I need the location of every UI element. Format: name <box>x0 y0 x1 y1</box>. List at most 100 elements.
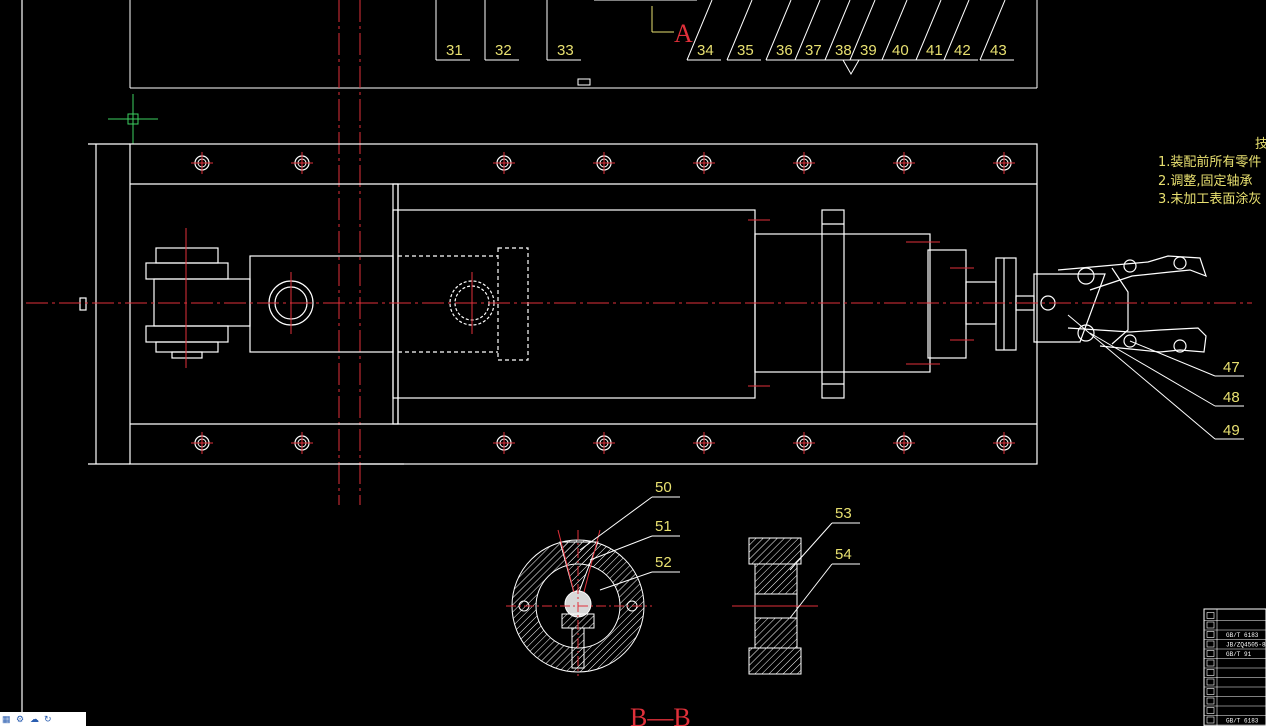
balloon-label-47: 47 <box>1223 359 1240 376</box>
balloon-label-48: 48 <box>1223 389 1240 406</box>
balloon-label-39: 39 <box>860 42 877 59</box>
table-row: GB/T 6183 <box>1204 716 1266 726</box>
bolt-hole <box>493 152 515 174</box>
balloon-47: 47 <box>1129 340 1244 377</box>
balloon-label-35: 35 <box>737 42 754 59</box>
balloon-label-34: 34 <box>697 42 714 59</box>
balloon-label-49: 49 <box>1223 422 1240 439</box>
bottom-balloon-group: 50 51 52 53 54 <box>579 479 860 619</box>
bolt-hole <box>493 432 515 454</box>
gripper-wedge <box>1033 273 1106 343</box>
table-code: GB/T 6183 <box>1226 718 1259 725</box>
crosshair-cursor <box>108 94 158 144</box>
bolt-hole <box>893 432 915 454</box>
balloon-50: 50 <box>579 479 680 551</box>
table-row <box>1204 659 1266 669</box>
table-row: GB/T 91 <box>1204 650 1266 659</box>
upper-view <box>129 0 1038 89</box>
balloon-label-50: 50 <box>655 479 672 496</box>
balloon-label-54: 54 <box>835 546 852 563</box>
connector <box>927 249 967 359</box>
cylinder-body <box>392 209 756 399</box>
table-code: GB/T 6183 <box>1226 632 1259 639</box>
hidden-piston <box>497 247 529 361</box>
local-centermarks <box>185 219 974 387</box>
gripper-jaw-lower <box>1067 327 1207 353</box>
balloon-49: 49 <box>1067 314 1244 440</box>
pivot-wheel-bottom <box>145 325 229 343</box>
balloon-40: 40 <box>881 0 916 61</box>
bolt-hole <box>191 152 213 174</box>
balloon-54: 54 <box>789 546 860 619</box>
right-balloon-group: 47 48 49 <box>1067 314 1244 440</box>
bolt-hole <box>291 152 313 174</box>
balloon-35: 35 <box>726 0 761 61</box>
bolt-hole <box>993 152 1015 174</box>
grid-icon[interactable]: ▦ <box>2 714 11 724</box>
table-row: JB/ZQ4505-86 <box>1204 640 1266 650</box>
taskbar: ▦ ⚙ ☁ ↻ <box>0 712 86 726</box>
table-row <box>1204 697 1266 707</box>
gripper-jaw-upper <box>1057 255 1207 291</box>
vertical-centerlines <box>338 0 361 505</box>
table-row: GB/T 6183 <box>1204 631 1266 640</box>
balloon-43: 43 <box>979 0 1014 61</box>
table-row <box>1204 612 1266 621</box>
notes-title: 技 <box>1255 137 1266 152</box>
balloon-label-33: 33 <box>557 42 574 59</box>
balloon-label-52: 52 <box>655 554 672 571</box>
flange-plate <box>821 209 845 399</box>
balloon-label-31: 31 <box>446 42 463 59</box>
balloon-label-51: 51 <box>655 518 672 535</box>
bolt-hole <box>893 152 915 174</box>
balloon-33: 33 <box>546 0 581 61</box>
table-row <box>1204 678 1266 688</box>
bolt-hole <box>291 432 313 454</box>
pivot-wheel-top <box>145 262 229 280</box>
balloon-36: 36 <box>765 0 800 61</box>
table-row <box>1204 688 1266 697</box>
balloon-label-36: 36 <box>776 42 793 59</box>
balloon-label-41: 41 <box>926 42 943 59</box>
bolt-hole <box>593 432 615 454</box>
balloon-label-37: 37 <box>805 42 822 59</box>
balloon-label-40: 40 <box>892 42 909 59</box>
refresh-icon[interactable]: ↻ <box>44 714 52 724</box>
settings-icon[interactable]: ⚙ <box>16 714 25 724</box>
table-row <box>1204 669 1266 678</box>
main-assembly-view <box>79 143 1207 465</box>
balloon-label-32: 32 <box>495 42 512 59</box>
bolt-hole <box>793 432 815 454</box>
bolt-hole <box>993 432 1015 454</box>
section-bb-label: B—B <box>630 703 691 726</box>
cloud-icon[interactable]: ☁ <box>30 714 39 724</box>
section-letter: A <box>674 19 693 48</box>
table-row <box>1204 707 1266 716</box>
base-plate <box>129 143 1038 465</box>
balloon-label-42: 42 <box>954 42 971 59</box>
balloon-34: 34 <box>686 0 721 61</box>
balloon-label-53: 53 <box>835 505 852 522</box>
balloon-31: 31 <box>435 0 470 61</box>
top-balloon-group: 31 32 33 34 35 36 37 38 39 40 41 42 43 <box>435 0 1014 76</box>
spacer-part-view <box>732 537 818 675</box>
bolt-hole-group <box>191 152 1015 454</box>
gripper-body <box>995 257 1017 351</box>
balloon-39: 39 <box>849 0 884 61</box>
bolt-hole <box>793 152 815 174</box>
balloon-51: 51 <box>589 518 680 561</box>
balloon-37: 37 <box>794 0 829 61</box>
balloon-32: 32 <box>484 0 519 61</box>
bolt-hole <box>593 152 615 174</box>
bolt-hole <box>693 432 715 454</box>
balloon-41: 41 <box>915 0 950 61</box>
section-b-view <box>506 529 652 676</box>
table-code: GB/T 91 <box>1226 651 1252 658</box>
balloon-48: 48 <box>1089 332 1244 407</box>
balloon-53: 53 <box>789 505 860 571</box>
bolt-hole <box>191 432 213 454</box>
balloon-label-38: 38 <box>835 42 852 59</box>
bolt-hole <box>693 152 715 174</box>
